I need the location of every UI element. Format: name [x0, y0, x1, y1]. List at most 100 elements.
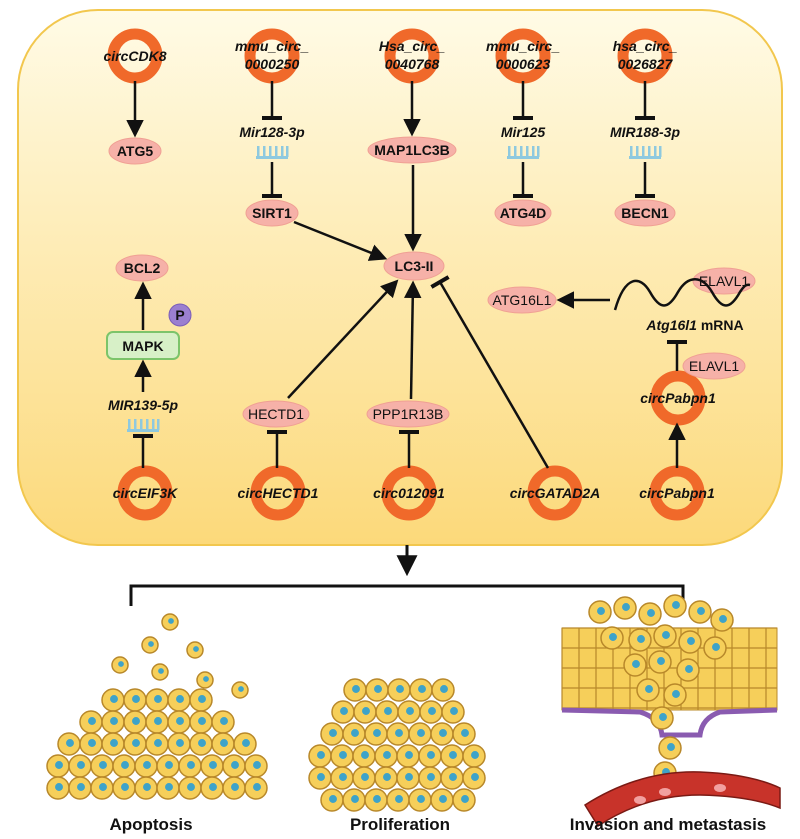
label-proliferation: Proliferation — [350, 815, 450, 834]
apoptotic-fragment-nucleus — [158, 668, 164, 674]
label-circcdk8: circCDK8 — [103, 48, 166, 64]
tumor-cell-nucleus — [99, 761, 107, 769]
invading-cell-nucleus — [632, 660, 640, 668]
tumor-cell-nucleus — [471, 773, 479, 781]
tumor-cell-nucleus — [110, 739, 118, 747]
invading-cell-nucleus — [659, 713, 667, 721]
edges — [126, 81, 687, 469]
tumor-cell-nucleus — [427, 751, 435, 759]
tumor-cell-nucleus — [362, 707, 370, 715]
tumor-cell-nucleus — [187, 783, 195, 791]
label-hsa768-line1: Hsa_circ_ — [379, 38, 445, 54]
label-mir125: Mir125 — [501, 124, 546, 140]
tumor-cell-nucleus — [143, 783, 151, 791]
invading-cell-nucleus — [622, 603, 630, 611]
tumor-cell-nucleus — [198, 739, 206, 747]
label-atg16l1: ATG16L1 — [493, 292, 552, 308]
tumor-cell-nucleus — [132, 695, 140, 703]
circrna-ring-eif3k — [117, 465, 173, 521]
tumor-cell-nucleus — [66, 739, 74, 747]
circrna-ring-hsa768 — [384, 28, 440, 84]
tumor-cell-nucleus — [471, 751, 479, 759]
tumor-cell-nucleus — [395, 795, 403, 803]
label-atg4d: ATG4D — [500, 205, 546, 221]
node-ppp1r13b — [366, 400, 450, 428]
invasion-illustration — [561, 594, 781, 828]
invading-cell-nucleus — [687, 637, 695, 645]
invading-cell-nucleus — [637, 635, 645, 643]
invading-cell-nucleus — [712, 643, 720, 651]
tumor-cell-nucleus — [417, 795, 425, 803]
apoptotic-fragment-nucleus — [238, 686, 244, 692]
tumor-cell-nucleus — [396, 685, 404, 693]
tumor-cell-nucleus — [77, 761, 85, 769]
circrna-ring-pabpn1-mid — [650, 370, 706, 426]
tumor-cell-nucleus — [253, 783, 261, 791]
label-mapk: MAPK — [122, 338, 163, 354]
invading-cell-nucleus — [685, 665, 693, 673]
tumor-cell-nucleus — [383, 773, 391, 781]
tumor-cell-nucleus — [121, 783, 129, 791]
tumor-cell-nucleus — [198, 717, 206, 725]
tumor-cell-nucleus — [209, 761, 217, 769]
tumor-cell-nucleus — [176, 695, 184, 703]
tumor-cell-nucleus — [176, 717, 184, 725]
outcome-connector — [129, 545, 685, 606]
tumor-cell-nucleus — [88, 717, 96, 725]
label-hsa827-line2: 0026827 — [618, 56, 674, 72]
tumor-cell-nucleus — [449, 773, 457, 781]
node-map1lc3b — [367, 136, 457, 164]
label-hsa768-line2: 0040768 — [385, 56, 440, 72]
tumor-cell-nucleus — [110, 717, 118, 725]
label-becn1: BECN1 — [621, 205, 669, 221]
node-atg5 — [108, 137, 162, 165]
tumor-cell-nucleus — [351, 795, 359, 803]
tumor-cell-nucleus — [339, 751, 347, 759]
node-mapk — [106, 331, 180, 360]
label-circ012091: circ012091 — [373, 485, 445, 501]
label-sirt1: SIRT1 — [252, 205, 292, 221]
invading-cell-nucleus — [672, 690, 680, 698]
node-hectd1 — [242, 400, 310, 428]
tumor-cell-nucleus — [373, 729, 381, 737]
tumor-cell-nucleus — [55, 761, 63, 769]
tumor-cell-nucleus — [132, 717, 140, 725]
tumor-cell-nucleus — [373, 795, 381, 803]
node-elavl1-mid — [682, 352, 746, 380]
label-atg5: ATG5 — [117, 143, 154, 159]
tumor-cell-nucleus — [439, 729, 447, 737]
circrna-ring-012091 — [381, 465, 437, 521]
label-hectd1: HECTD1 — [248, 406, 304, 422]
tumor-cell-nucleus — [176, 739, 184, 747]
apoptotic-fragment-nucleus — [118, 661, 124, 667]
label-elavl1-top: ELAVL1 — [699, 273, 750, 289]
node-atg4d — [494, 199, 552, 227]
edge-sirt1-lc3 — [293, 220, 388, 261]
tumor-cell-nucleus — [427, 773, 435, 781]
tumor-cell-nucleus — [154, 695, 162, 703]
label-ppp1r13b: PPP1R13B — [373, 406, 444, 422]
circrna-ring-cdk8 — [107, 28, 163, 84]
label-invasion: Invasion and metastasis — [570, 815, 767, 834]
tumor-cell-nucleus — [450, 707, 458, 715]
phospho-circle — [168, 303, 192, 327]
tumor-cell-nucleus — [395, 729, 403, 737]
tumor-cell-nucleus — [253, 761, 261, 769]
tumor-cell-nucleus — [132, 739, 140, 747]
tumor-cell-nucleus — [198, 695, 206, 703]
invading-cell-nucleus — [697, 607, 705, 615]
tumor-cell-nucleus — [165, 761, 173, 769]
tumor-cell-nucleus — [220, 717, 228, 725]
blood-vessel — [583, 771, 781, 828]
mrna-wave — [613, 278, 751, 311]
tumor-cell-nucleus — [77, 783, 85, 791]
label-hsa827-line1: hsa_circ_ — [613, 38, 678, 54]
label-map1lc3b: MAP1LC3B — [374, 142, 449, 158]
tumor-cell-nucleus — [405, 751, 413, 759]
tumor-cell-nucleus — [361, 773, 369, 781]
tumor-cell-nucleus — [242, 739, 250, 747]
invading-cell-nucleus — [662, 631, 670, 639]
invading-cell-nucleus — [719, 615, 727, 623]
tumor-cell-nucleus — [383, 751, 391, 759]
tumor-cell-nucleus — [418, 685, 426, 693]
